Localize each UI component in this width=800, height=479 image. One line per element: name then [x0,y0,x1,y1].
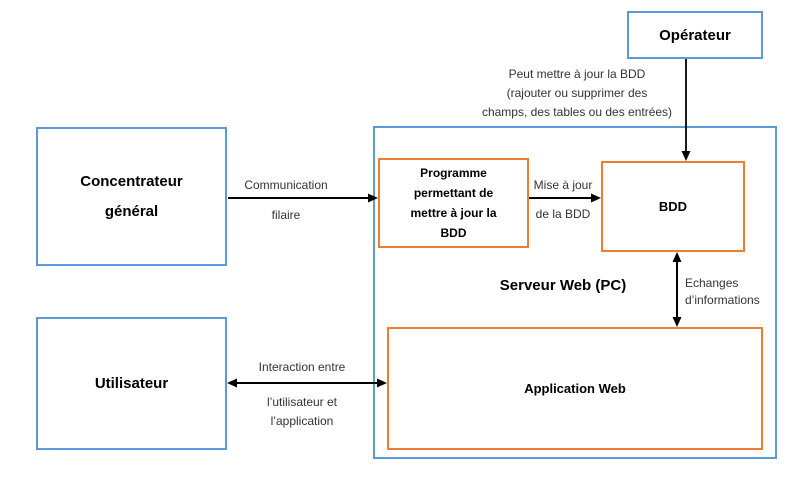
update-label-line1: Mise à jour [533,178,593,192]
server-box: Serveur Web (PC) Programme permettant de… [373,126,777,459]
web-app-box: Application Web [387,327,763,450]
user-box: Utilisateur [36,317,227,450]
arrow-concentrator-to-program [228,193,378,203]
update-label-line2: de la BDD [535,207,591,221]
bdd-box: BDD [601,161,745,252]
web-app-label: Application Web [524,381,626,396]
communication-label-line1: Communication [244,178,328,192]
concentrator-label: Concentrateur général [80,172,183,220]
update-program-label: Programme permettant de mettre à jour la… [410,166,497,240]
interaction-label-lines: l’utilisateur et l’application [266,395,338,428]
operator-note: Peut mettre à jour la BDD (rajouter ou s… [481,67,673,119]
server-label: Serveur Web (PC) [499,277,627,294]
bdd-label: BDD [658,199,688,214]
operator-label: Opérateur [659,26,731,44]
interaction-label-line1: Interaction entre [258,360,346,374]
update-program-box: Programme permettant de mettre à jour la… [378,158,529,248]
exchanges-label: Echanges d’informations [685,276,760,307]
communication-label-line2: filaire [271,208,301,222]
operator-box: Opérateur [627,11,763,59]
user-label: Utilisateur [94,375,169,392]
concentrator-box: Concentrateur général [36,127,227,266]
arrow-user-app-bidirectional [227,378,387,388]
